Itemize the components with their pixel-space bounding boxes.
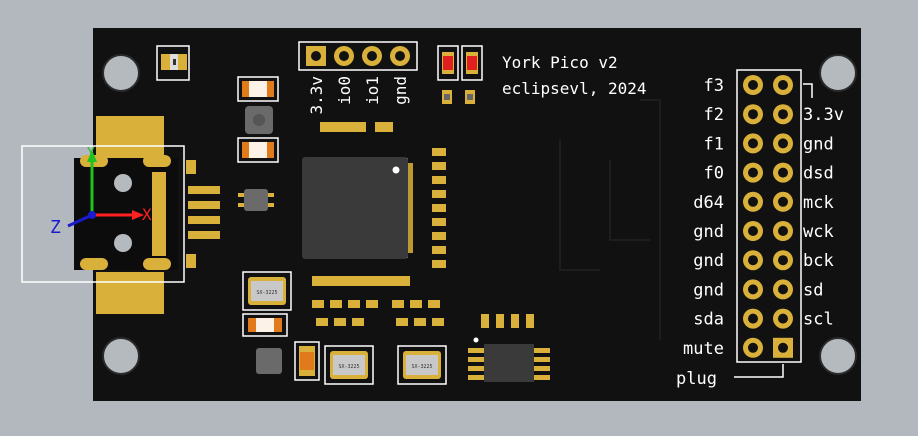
crystal-x1: SX-3225	[242, 271, 292, 311]
header-pin-hole	[748, 167, 758, 178]
header-pin-hole	[748, 313, 758, 324]
top-header-label-1: io0	[335, 76, 354, 105]
capacitor-c3	[242, 313, 288, 337]
header-pin-hole	[778, 109, 788, 120]
header-pin-hole	[778, 313, 788, 324]
header-pin-hole	[778, 167, 788, 178]
header-pin-hole	[778, 342, 788, 353]
header-pin-hole	[748, 196, 758, 207]
header-pin-hole	[748, 109, 758, 120]
board-subtitle: eclipsevl, 2024	[502, 79, 647, 98]
crystal-x1-label: SX-3225	[256, 290, 277, 296]
header-pin-hole	[778, 255, 788, 266]
right-pin-label-4: wck	[803, 222, 834, 242]
resistor-array	[432, 148, 446, 268]
traces	[559, 99, 661, 340]
header-pin-hole	[778, 284, 788, 295]
axis-gizmo: Y X Z	[50, 146, 152, 238]
right-pin-label-7: scl	[803, 310, 834, 330]
led-top-left	[156, 45, 190, 81]
x-axis-label: X	[142, 205, 152, 224]
top-header-label-3: gnd	[391, 76, 410, 105]
left-pin-label-5: gnd	[693, 222, 724, 242]
pin1-marker	[803, 83, 813, 98]
right-pin-label-2: dsd	[803, 164, 834, 184]
left-pin-label-2: f1	[704, 134, 724, 154]
right-pin-label-1: gnd	[803, 134, 834, 154]
z-axis-label: Z	[50, 217, 61, 238]
header-pin-hole	[778, 138, 788, 149]
header-pin-hole	[748, 80, 758, 90]
tantalum-cap	[294, 341, 320, 381]
top-pin-header	[298, 41, 418, 71]
main-header-pins	[743, 75, 793, 358]
mcu-decoupling-caps	[312, 122, 410, 286]
mounting-hole-bottom-left	[102, 337, 140, 375]
right-pin-label-3: mck	[803, 193, 834, 213]
right-pin-label-5: bck	[803, 251, 834, 271]
soic-passives	[481, 314, 534, 328]
mounting-hole-top-left	[102, 54, 140, 92]
small-chip-3	[256, 348, 282, 374]
red-leds	[437, 45, 483, 104]
header-pin-hole	[748, 284, 758, 295]
crystal-x3-label: SX-3225	[411, 364, 432, 370]
crystal-x2: SX-3225	[324, 345, 374, 385]
mounting-hole-top-right	[819, 54, 857, 92]
soic-chip	[468, 337, 550, 382]
left-pin-label-6: gnd	[693, 251, 724, 271]
right-header-labels: 3.3v gnd dsd mck wck bck sd scl	[803, 105, 844, 329]
left-pin-label-3: f0	[704, 164, 724, 184]
small-chip-2	[238, 189, 274, 211]
top-header-label-0: 3.3v	[307, 76, 326, 115]
left-pin-label-4: d64	[693, 193, 724, 213]
mounting-holes	[102, 54, 857, 375]
lower-passives	[312, 300, 444, 326]
right-pin-label-0: 3.3v	[803, 105, 844, 125]
z-axis-arrow	[67, 213, 93, 228]
regulator-chip	[245, 106, 273, 134]
right-pin-label-6: sd	[803, 280, 823, 300]
capacitor-c1	[237, 76, 279, 102]
crystal-x3: SX-3225	[397, 345, 447, 385]
left-pin-label-1: f2	[704, 105, 724, 125]
header-pin-hole	[748, 255, 758, 266]
left-header-labels: f3 f2 f1 f0 d64 gnd gnd gnd sda mute	[683, 76, 724, 359]
main-pin-header	[736, 69, 802, 363]
top-header-label-2: io1	[363, 76, 382, 105]
capacitor-c2	[237, 137, 279, 163]
plug-label: plug	[676, 369, 717, 389]
mcu-chip	[302, 157, 413, 259]
mounting-hole-bottom-right	[819, 337, 857, 375]
plug-indicator-line	[734, 364, 784, 378]
left-pin-label-9: mute	[683, 339, 724, 359]
top-header-labels: 3.3v io0 io1 gnd	[307, 76, 410, 115]
header-pin-hole	[778, 226, 788, 236]
board-title: York Pico v2	[502, 53, 618, 72]
header-pin-hole	[748, 226, 758, 236]
left-pin-label-8: sda	[693, 310, 724, 330]
crystal-x2-label: SX-3225	[338, 364, 359, 370]
left-pin-label-7: gnd	[693, 280, 724, 300]
header-pin-hole	[748, 138, 758, 149]
header-pin-hole	[748, 342, 758, 353]
y-axis-label: Y	[87, 146, 95, 161]
left-pin-label-0: f3	[704, 76, 724, 96]
header-pin-hole	[778, 80, 788, 90]
header-pin-hole	[778, 196, 788, 207]
